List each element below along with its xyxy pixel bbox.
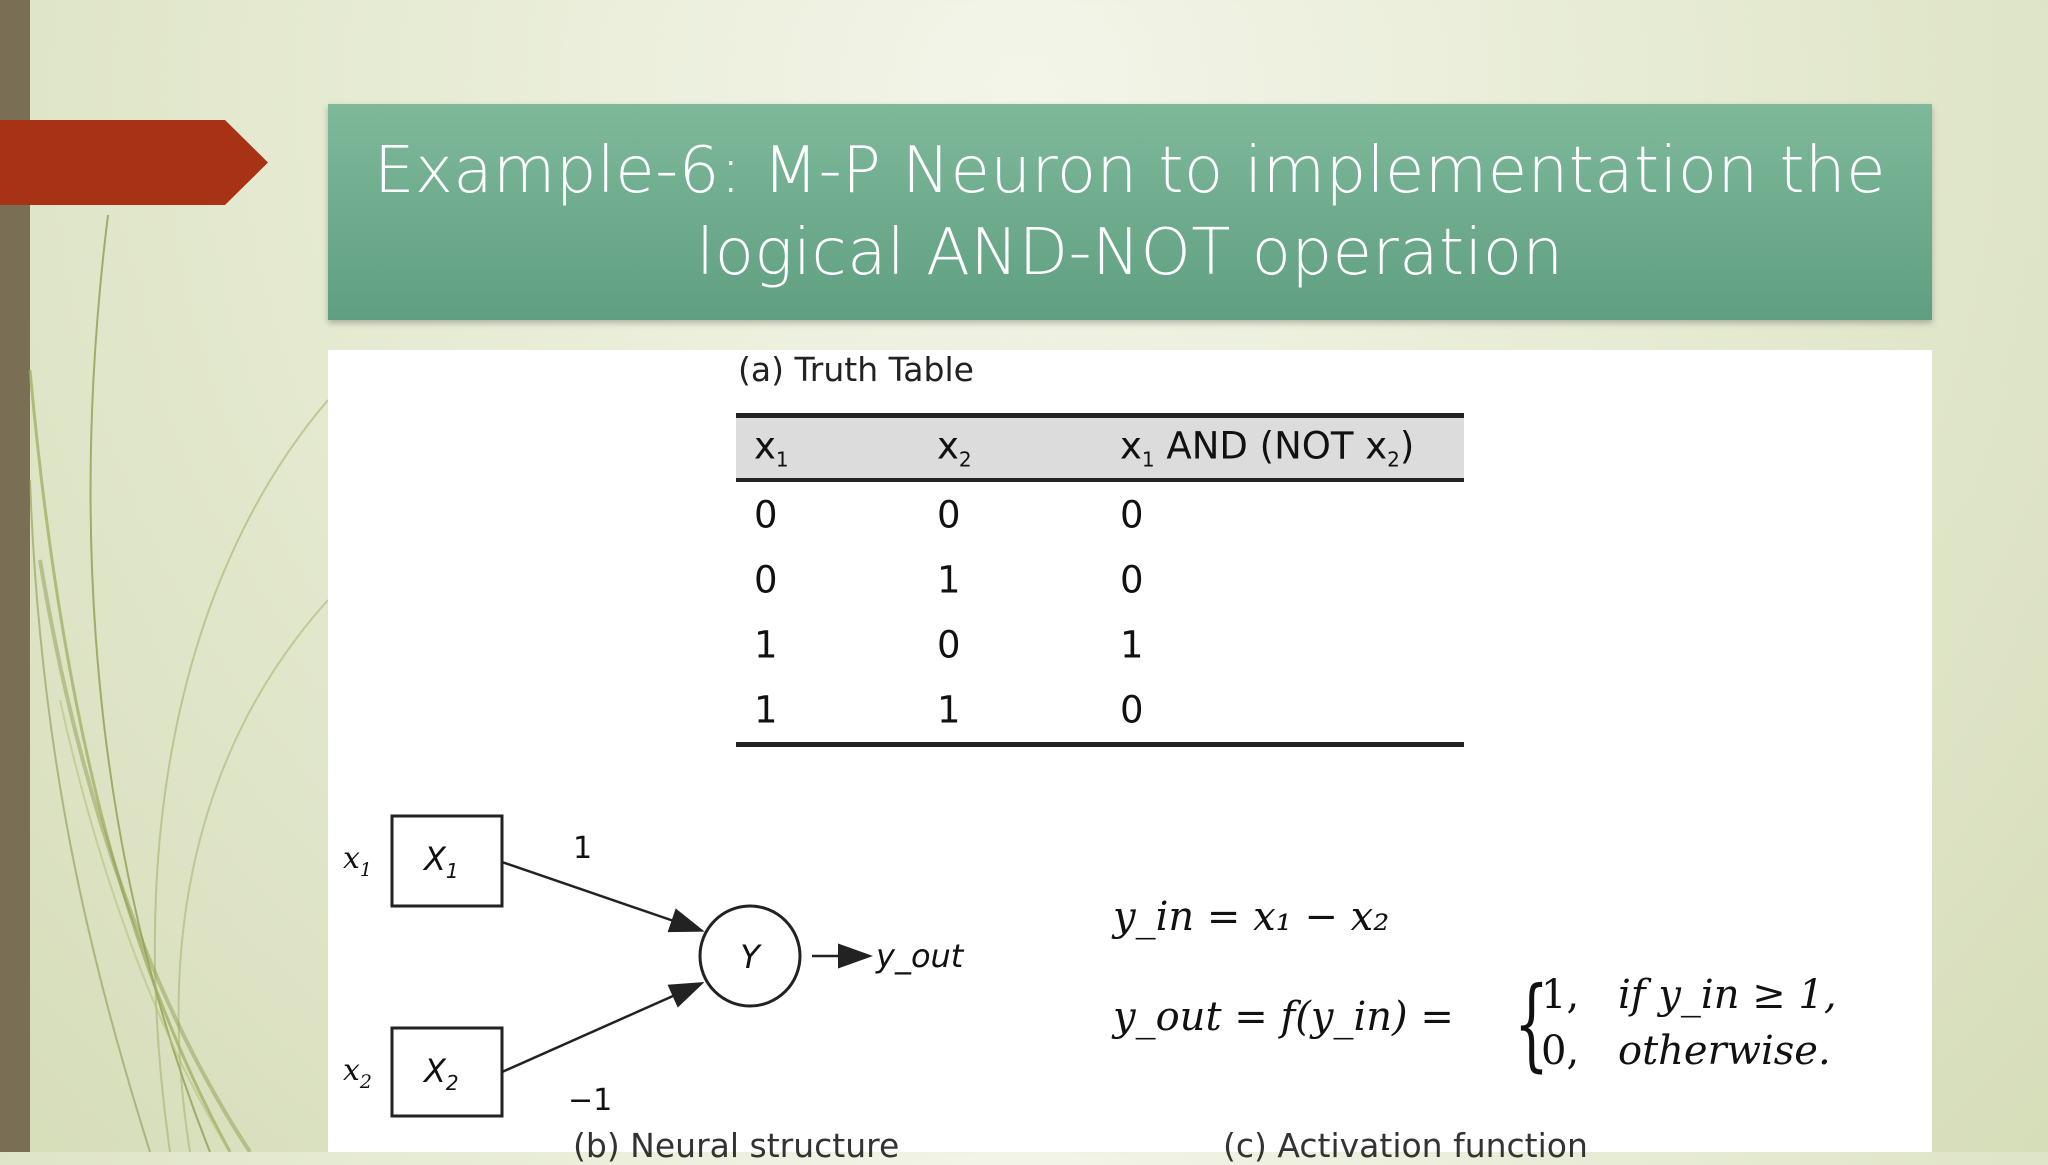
node-x1-label: X1 bbox=[422, 840, 459, 883]
case-1-condition: if y_in ≥ 1, bbox=[1618, 972, 1837, 1018]
formula-y-out: y_out = f(y_in) = bbox=[1113, 994, 1454, 1040]
node-y-circle bbox=[698, 904, 802, 1008]
table-cell: 0 bbox=[1120, 558, 1144, 601]
truth-table: x1 x2 x1 AND (NOT x2) 0 0 0 0 1 0 1 0 1 … bbox=[736, 413, 1464, 747]
table-cell: 0 bbox=[1120, 493, 1144, 536]
case-2-condition: otherwise. bbox=[1618, 1028, 1831, 1074]
node-x2-label: X2 bbox=[422, 1052, 459, 1095]
input-x1-label: x1 bbox=[343, 841, 372, 881]
output-label: y_out bbox=[875, 937, 965, 975]
case-1-value: 1, bbox=[1541, 972, 1580, 1018]
weight-w1: 1 bbox=[573, 831, 592, 866]
table-cell: 0 bbox=[754, 493, 778, 536]
activation-function-caption: (c) Activation function bbox=[1223, 1126, 1588, 1165]
header-and-not: x1 AND (NOT x2) bbox=[1120, 424, 1415, 472]
truth-table-caption: (a) Truth Table bbox=[738, 350, 974, 389]
edge-x1-to-y bbox=[501, 860, 705, 933]
edge-x2-to-y bbox=[501, 981, 705, 1074]
node-y-label: Y bbox=[740, 938, 762, 976]
decorative-swirls bbox=[28, 214, 329, 1152]
content-panel: (a) Truth Table x1 x2 x1 AND (NOT x2) 0 … bbox=[328, 350, 1932, 1165]
table-cell: 0 bbox=[937, 623, 961, 666]
table-row: 0 0 0 bbox=[736, 482, 1464, 547]
node-x1-box bbox=[390, 814, 504, 908]
formula-y-in: y_in = x₁ − x₂ bbox=[1113, 894, 1390, 940]
table-cell: 1 bbox=[937, 688, 961, 731]
table-cell: 0 bbox=[754, 558, 778, 601]
table-row: 1 0 1 bbox=[736, 612, 1464, 677]
table-top-rule bbox=[736, 413, 1464, 418]
table-cell: 0 bbox=[937, 493, 961, 536]
table-header-row: x1 x2 x1 AND (NOT x2) bbox=[736, 418, 1464, 482]
header-x1: x1 bbox=[754, 424, 789, 472]
neural-structure-diagram: x1 X1 x2 X2 1 −1 Y y_out bbox=[343, 814, 965, 1118]
case-2-value: 0, bbox=[1541, 1028, 1580, 1074]
header-x2: x2 bbox=[937, 424, 972, 472]
table-bottom-rule bbox=[736, 742, 1464, 747]
weight-w2: −1 bbox=[568, 1083, 612, 1118]
table-cell: 0 bbox=[1120, 688, 1144, 731]
neural-structure-caption: (b) Neural structure bbox=[573, 1126, 900, 1165]
input-x2-label: x2 bbox=[343, 1053, 372, 1093]
title-arrow-marker bbox=[0, 120, 268, 205]
title-banner: Example-6: M-P Neuron to implementation … bbox=[328, 104, 1932, 320]
table-cell: 1 bbox=[754, 623, 778, 666]
table-row: 1 1 0 bbox=[736, 677, 1464, 742]
cases-brace: { bbox=[1514, 965, 1549, 1082]
table-cell: 1 bbox=[1120, 623, 1144, 666]
table-cell: 1 bbox=[937, 558, 961, 601]
slide-title: Example-6: M-P Neuron to implementation … bbox=[374, 134, 1886, 290]
table-row: 0 1 0 bbox=[736, 547, 1464, 612]
table-cell: 1 bbox=[754, 688, 778, 731]
